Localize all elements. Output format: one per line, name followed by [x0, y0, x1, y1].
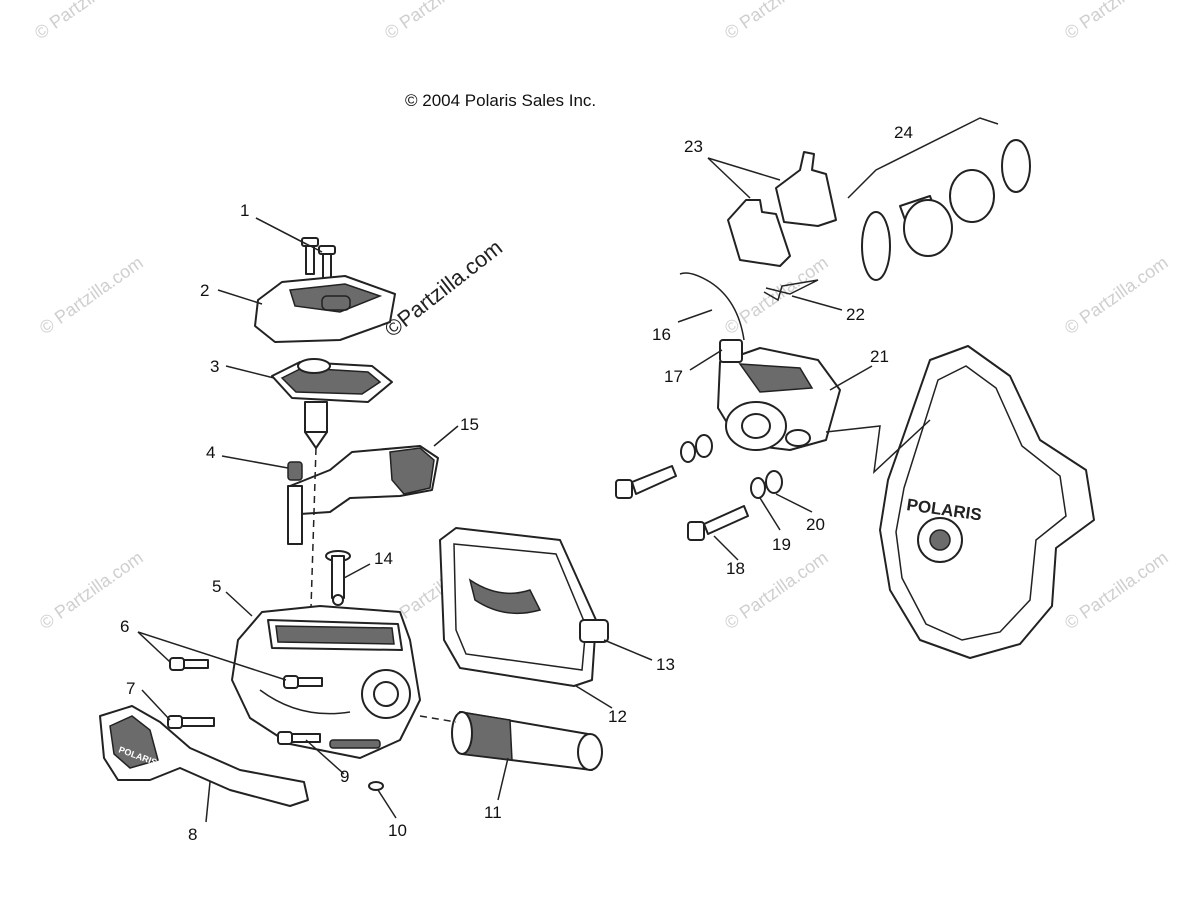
callout-17: 17	[664, 367, 683, 386]
copyright-text: © 2004 Polaris Sales Inc.	[405, 91, 596, 110]
callout-24: 24	[894, 123, 913, 142]
part-grip-tube	[419, 711, 603, 771]
callout-15: 15	[460, 415, 479, 434]
watermark-text: © Partzilla.com	[36, 252, 147, 338]
callout-22: 22	[846, 305, 865, 324]
part-bolts-washers	[615, 434, 783, 541]
part-spring	[287, 461, 303, 481]
part-housing	[231, 605, 421, 759]
watermark-text: © Partzilla.com	[381, 0, 492, 43]
part-reservoir	[271, 358, 393, 449]
part-screws-side	[169, 657, 323, 689]
part-caliper	[717, 339, 841, 451]
callout-10: 10	[388, 821, 407, 840]
callout-5: 5	[212, 577, 221, 596]
part-clip	[763, 279, 819, 302]
callout-12: 12	[608, 707, 627, 726]
part-cover-plate	[439, 527, 609, 687]
watermark-text: © Partzilla.com	[1061, 252, 1172, 338]
callout-8: 8	[188, 825, 197, 844]
part-gearcase-cover: POLARIS	[825, 345, 1095, 659]
part-washer-10	[368, 781, 384, 791]
callout-20: 20	[806, 515, 825, 534]
part-brake-pads	[727, 151, 837, 267]
callout-19: 19	[772, 535, 791, 554]
callout-1: 1	[240, 201, 249, 220]
callout-4: 4	[206, 443, 215, 462]
callout-14: 14	[374, 549, 393, 568]
callout-labels: 1 2 3 4 5 6 7 8 9 10 11 12 13 14 15 16 1…	[120, 123, 913, 844]
part-pin	[325, 550, 351, 606]
callout-2: 2	[200, 281, 209, 300]
callout-11: 11	[484, 803, 502, 822]
callout-16: 16	[652, 325, 671, 344]
callout-3: 3	[210, 357, 219, 376]
watermark-text: © Partzilla.com	[721, 0, 832, 43]
part-throttle-lever	[287, 445, 439, 545]
watermark-text: © Partzilla.com	[36, 547, 147, 633]
watermark-text: © Partzilla.com	[31, 0, 142, 43]
part-brake-line	[679, 272, 745, 341]
callout-7: 7	[126, 679, 135, 698]
callout-13: 13	[656, 655, 675, 674]
leader-lines	[137, 157, 873, 823]
part-cover	[254, 275, 396, 343]
callout-9: 9	[340, 767, 349, 786]
part-screw-7	[167, 715, 215, 729]
part-pistons	[847, 117, 1031, 281]
part-brake-lever: POLARIS	[99, 705, 309, 807]
callout-6: 6	[120, 617, 129, 636]
watermark-text: © Partzilla.com	[1061, 547, 1172, 633]
callout-21: 21	[870, 347, 889, 366]
callout-18: 18	[726, 559, 745, 578]
part-screw-9	[277, 731, 321, 745]
center-watermark: ©Partzilla.com	[380, 235, 507, 342]
watermark-text: © Partzilla.com	[1061, 0, 1172, 43]
callout-23: 23	[684, 137, 703, 156]
